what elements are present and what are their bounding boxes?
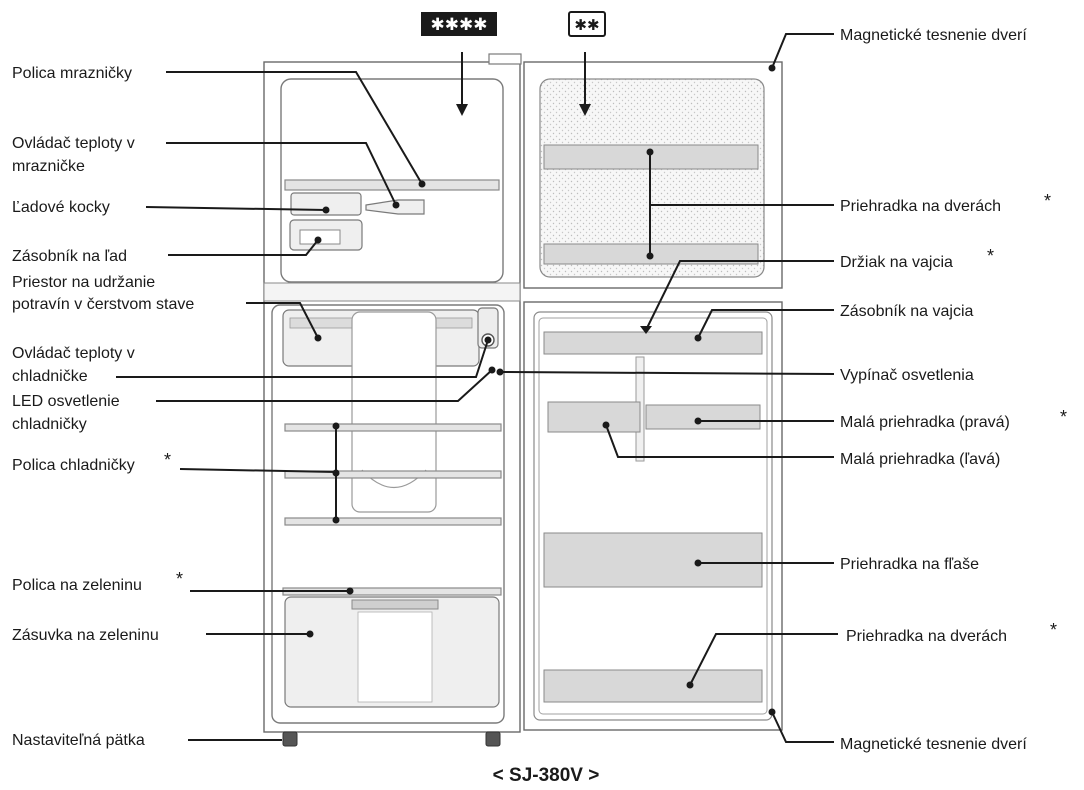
label-freezer-shelf: Polica mrazničky [12, 65, 132, 82]
label-fresh-zone-line2: potravín v čerstvom stave [12, 296, 194, 313]
label-fridge-temp-line1: Ovládač teploty v [12, 345, 135, 362]
label-small-pocket-right: Malá priehradka (pravá) [840, 414, 1010, 431]
label-veg-drawer: Zásuvka na zeleninu [12, 627, 159, 644]
label-fridge-temp-line2: chladničke [12, 368, 88, 385]
door-arrow-head [579, 104, 591, 116]
left-leader-lines [116, 71, 496, 741]
model-caption: < SJ-380V > [493, 765, 600, 786]
label-fridge-shelf: Polica chladničky [12, 457, 135, 474]
adjustable-foot-right [485, 731, 501, 747]
freezer-shelf [284, 179, 500, 191]
freezer-star-rating: ✱✱✱✱ [431, 15, 488, 34]
label-ice-cubes: Ľadové kocky [12, 199, 110, 216]
freezer-door-liner [539, 78, 765, 278]
small-pocket-right [645, 404, 761, 430]
label-ice-box: Zásobník na ľad [12, 248, 127, 265]
asterisk-door-pocket-top: * [1044, 191, 1051, 211]
label-fresh-zone-line1: Priestor na udržanie [12, 274, 155, 291]
label-light-switch: Vypínač osvetlenia [840, 367, 974, 384]
label-freezer-temp-line2: mrazničke [12, 158, 85, 175]
egg-tray [543, 331, 763, 355]
label-freezer-temp-line1: Ovládač teploty v [12, 135, 135, 152]
asterisk-egg-holder: * [987, 246, 994, 266]
asterisk-door-pocket-bottom: * [1050, 620, 1057, 640]
freezer-arrow-head [456, 104, 468, 116]
label-door-pocket-top: Priehradka na dverách [840, 198, 1001, 215]
fridge-shelf-1 [284, 423, 502, 432]
label-egg-tray: Zásobník na vajcia [840, 303, 974, 320]
label-led-light-line2: chladničky [12, 416, 87, 433]
door-star-rating: ✱✱ [574, 17, 599, 34]
label-gasket-top: Magnetické tesnenie dverí [840, 27, 1027, 44]
door-star-badge: ✱✱ [568, 11, 606, 37]
fridge-shelf-2 [284, 470, 502, 479]
label-small-pocket-left: Malá priehradka (ľavá) [840, 451, 1000, 468]
label-door-pocket-bottom: Priehradka na dverách [846, 628, 1007, 645]
adjustable-foot-left [282, 731, 298, 747]
right-leader-lines [496, 33, 838, 743]
cabinet [263, 53, 522, 747]
hinge-top [488, 53, 522, 65]
label-egg-holder: Držiak na vajcia [840, 254, 953, 271]
door-pocket-bottom [543, 669, 763, 703]
fridge-shelf-3 [284, 517, 502, 526]
label-adjustable-foot: Nastaviteľná pätka [12, 732, 145, 749]
bottle-pocket [543, 532, 763, 588]
label-bottle-pocket: Priehradka na fľaše [840, 556, 979, 573]
small-pocket-left [547, 401, 641, 433]
compartment-divider [263, 282, 521, 302]
label-veg-shelf: Polica na zeleninu [12, 577, 142, 594]
freezer-star-badge: ✱✱✱✱ [421, 12, 497, 36]
asterisk-small-pocket-right: * [1060, 407, 1067, 427]
asterisk-fridge-shelf: * [164, 450, 171, 470]
back-duct [351, 311, 437, 513]
label-gasket-bottom: Magnetické tesnenie dverí [840, 736, 1027, 753]
asterisk-veg-shelf: * [176, 569, 183, 589]
doors [523, 61, 783, 731]
label-led-light-line1: LED osvetlenie [12, 393, 120, 410]
